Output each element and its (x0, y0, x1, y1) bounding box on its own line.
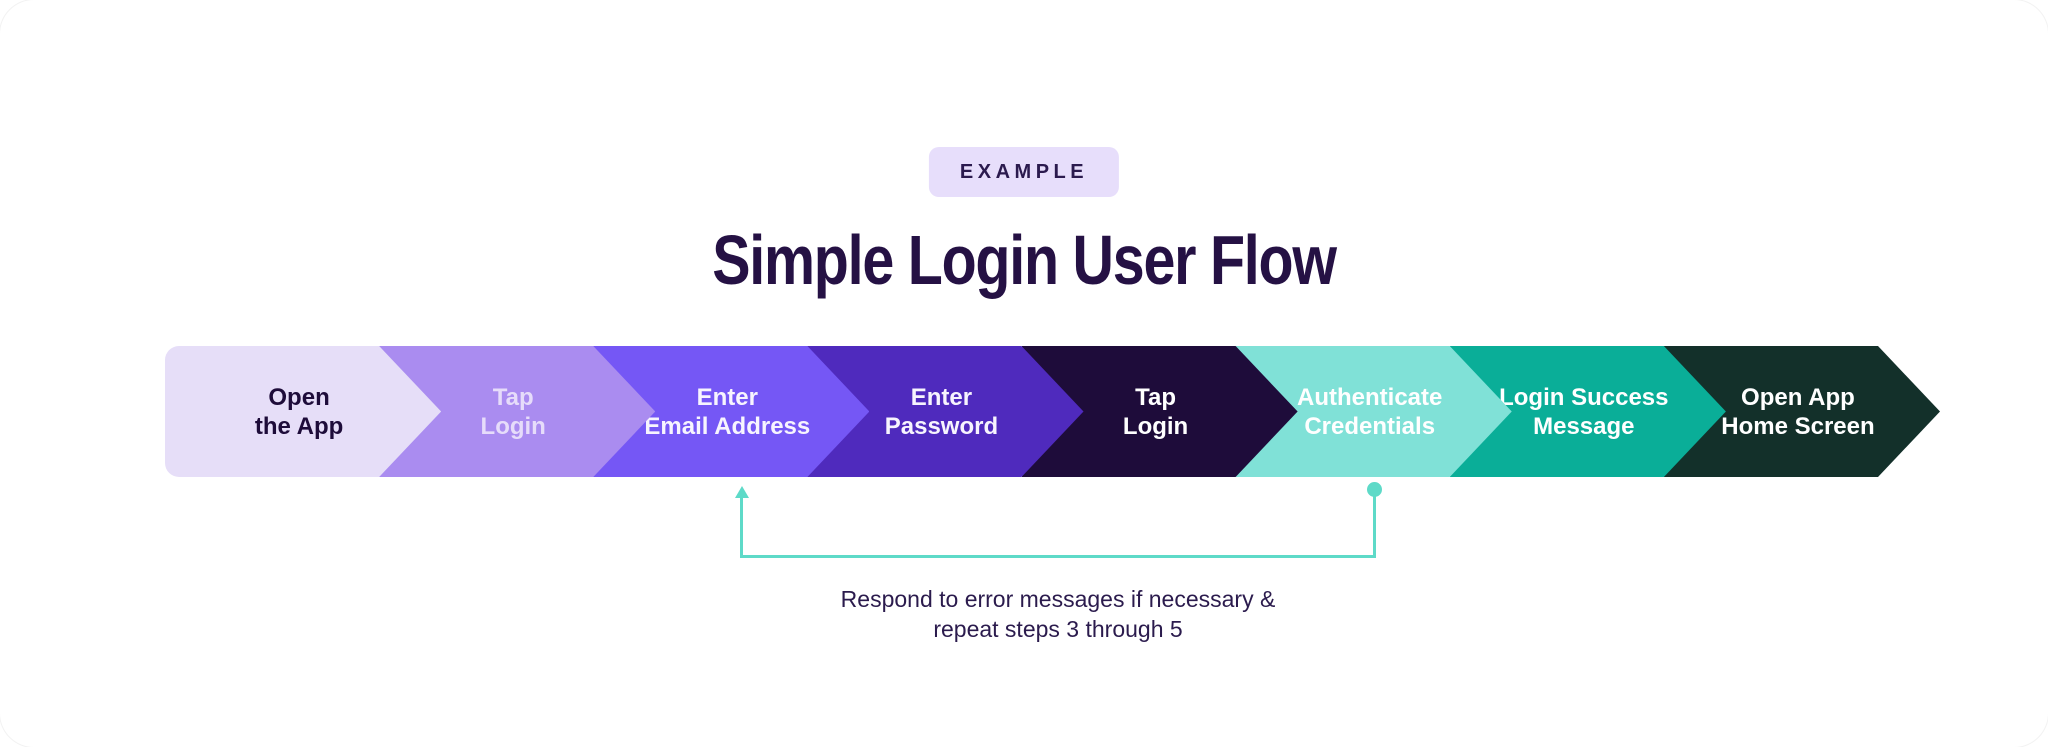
step-label: the App (254, 412, 344, 440)
page-title: Simple Login User Flow (712, 221, 1337, 299)
example-badge-label: EXAMPLE (959, 160, 1089, 183)
step-label: Open (268, 383, 330, 411)
step-label: Enter (910, 383, 973, 411)
step-label: Tap (492, 383, 534, 411)
flow-step-open-the-app: Open the App (165, 346, 441, 477)
flow-step-tap-login: Tap Login (379, 346, 655, 477)
step-label: Password (884, 412, 999, 440)
step-label: Login (480, 412, 546, 440)
step-label: Email Address (644, 412, 811, 440)
example-badge: EXAMPLE (928, 147, 1120, 197)
loop-note-line-1: Respond to error messages if necessary & (840, 586, 1276, 612)
loop-arrowhead-up-icon (734, 486, 749, 498)
flow-step-open-app-home-screen: Open App Home Screen (1664, 346, 1940, 477)
step-label: Login Success (1499, 383, 1669, 411)
step-label: Authenticate (1297, 383, 1443, 411)
step-label: Login (1122, 412, 1189, 440)
step-label: Credentials (1304, 412, 1436, 440)
step-label: Message (1533, 412, 1635, 440)
loop-note-line-2: repeat steps 3 through 5 (933, 616, 1183, 642)
loop-origin-dot-icon (1367, 482, 1382, 497)
loop-line-right (1373, 489, 1376, 557)
step-label: Open App (1741, 383, 1855, 411)
flow-step-enter-email-address: Enter Email Address (593, 346, 869, 477)
step-label: Enter (696, 383, 758, 411)
loop-line-left (740, 497, 743, 557)
step-label: Home Screen (1721, 412, 1875, 440)
loop-note: Respond to error messages if necessary &… (841, 584, 1276, 644)
flow-diagram: Open the App Tap Login Enter Email Addre… (165, 346, 1940, 477)
step-label: Tap (1135, 383, 1176, 411)
loop-line-bottom (740, 555, 1376, 558)
